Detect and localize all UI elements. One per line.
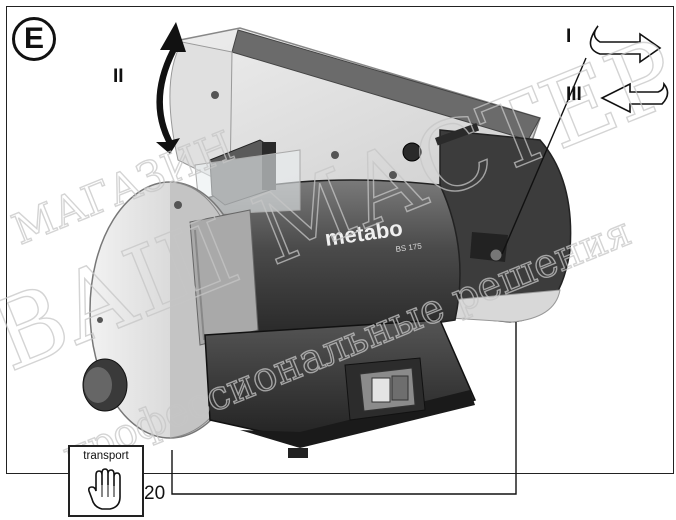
tilt-arrow [156, 22, 186, 154]
machine-base [204, 319, 477, 441]
label-iii: III [566, 84, 582, 105]
direction-arrow-i [589, 25, 662, 64]
model-label: BS 175 [395, 241, 423, 254]
callout-20: 20 [144, 483, 166, 504]
leader-line-20 [171, 322, 517, 495]
transport-symbol: transport [68, 445, 144, 517]
belt-housing-side [169, 41, 233, 187]
transport-label: transport [83, 450, 129, 462]
label-ii: II [113, 66, 124, 87]
hand-icon [88, 468, 121, 510]
direction-arrow-iii [600, 81, 669, 114]
grinding-wheel [189, 209, 259, 346]
power-switch [344, 357, 426, 421]
label-i: I [566, 26, 572, 47]
figure-marker: E [12, 17, 56, 61]
leader-line-i [501, 57, 587, 255]
